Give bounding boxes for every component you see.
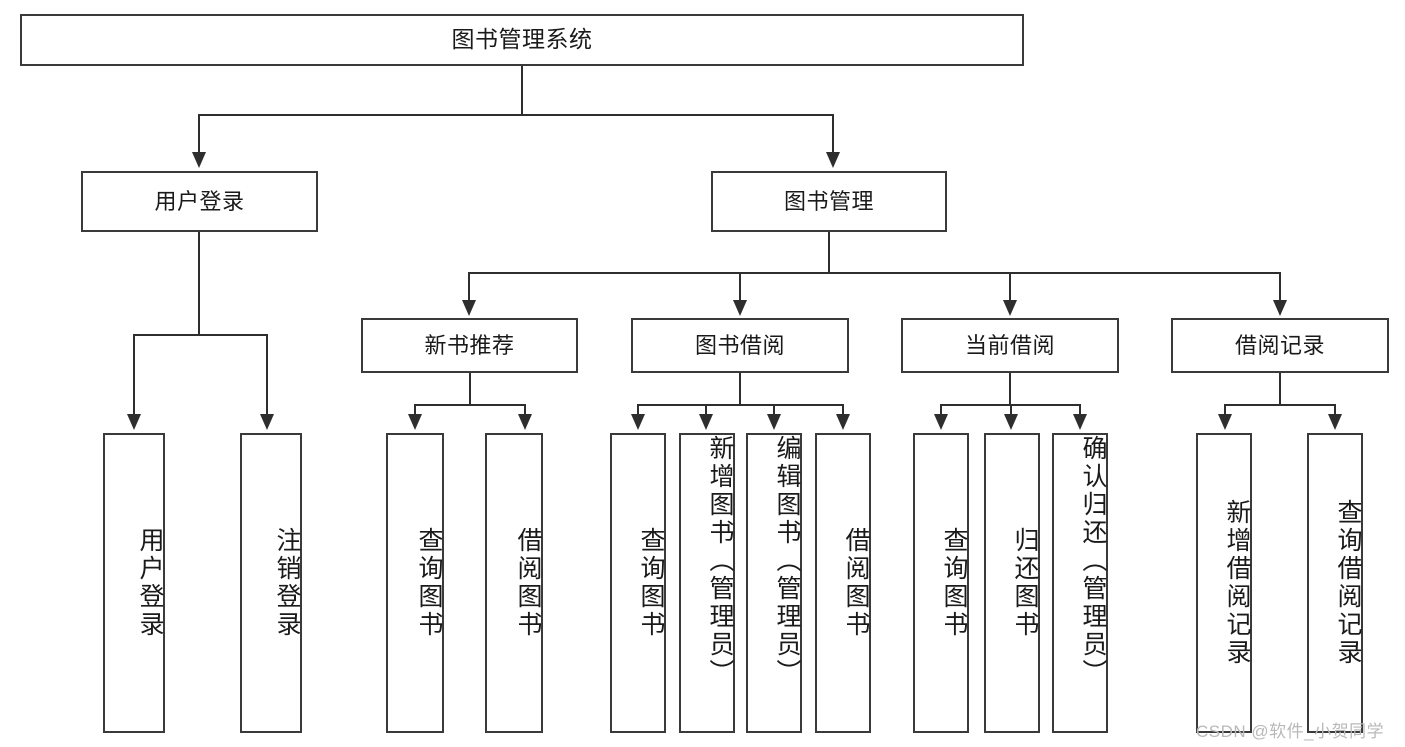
arrow-root-to-user-login (192, 152, 206, 168)
arrow-book-borrow-child-1 (631, 414, 645, 430)
arrow-current-borrow-child-1 (934, 414, 948, 430)
leaf-query-book-current[interactable]: 查询图书 (913, 433, 969, 733)
arrow-book-borrow-child-2 (699, 414, 713, 430)
node-current-borrow[interactable]: 当前借阅 (901, 318, 1119, 373)
node-label: 归还图书 (1011, 527, 1039, 639)
connector-book-borrow-child-1 (637, 404, 639, 416)
arrow-borrow-record-child-2 (1328, 414, 1342, 430)
node-label: 图书管理系统 (451, 26, 593, 53)
leaf-query-book-borrow[interactable]: 查询图书 (610, 433, 666, 733)
node-label: 用户登录 (154, 188, 245, 214)
connector-book-borrow-child-3 (773, 404, 775, 416)
connector-book-manage-child-1 (468, 272, 470, 302)
connector-root-stem (521, 66, 523, 115)
arrow-book-manage-child-4 (1273, 300, 1287, 316)
arrow-root-to-book-manage (826, 152, 840, 168)
arrow-current-borrow-child-2 (1004, 414, 1018, 430)
node-label: 借阅图书 (514, 527, 542, 639)
connector-new-book-bar (414, 404, 526, 406)
node-label: 新增借阅记录 (1223, 499, 1251, 667)
node-label: 查询图书 (637, 527, 665, 639)
connector-user-login-child-2 (266, 334, 268, 416)
node-label: 用户登录 (136, 527, 164, 639)
node-label: 借阅记录 (1234, 332, 1325, 358)
arrow-user-login-child-1 (127, 414, 141, 430)
arrow-book-borrow-child-4 (836, 414, 850, 430)
node-root-system[interactable]: 图书管理系统 (20, 14, 1024, 66)
arrow-book-borrow-child-3 (767, 414, 781, 430)
arrow-book-manage-child-3 (1003, 300, 1017, 316)
connector-user-login-bar (133, 334, 268, 336)
connector-root-to-user-login (198, 114, 200, 154)
connector-new-book-child-1 (414, 404, 416, 416)
connector-book-manage-child-4 (1279, 272, 1281, 302)
arrow-user-login-child-2 (260, 414, 274, 430)
leaf-add-book-admin[interactable]: 新增图书（管理员） (679, 433, 735, 733)
arrow-new-book-child-1 (408, 414, 422, 430)
arrow-book-manage-child-2 (733, 300, 747, 316)
node-label: 确认归还（管理员） (1079, 435, 1107, 687)
node-label: 图书管理 (783, 188, 874, 214)
leaf-confirm-return-admin[interactable]: 确认归还（管理员） (1052, 433, 1108, 733)
connector-borrow-record-child-2 (1334, 404, 1336, 416)
leaf-query-borrow-record[interactable]: 查询借阅记录 (1307, 433, 1363, 733)
node-label: 借阅图书 (842, 527, 870, 639)
connector-new-book-stem (469, 373, 471, 406)
connector-book-borrow-bar (637, 404, 844, 406)
connector-borrow-record-stem (1279, 373, 1281, 406)
node-label: 查询图书 (415, 527, 443, 639)
connector-current-borrow-child-3 (1079, 404, 1081, 416)
node-label: 查询图书 (940, 527, 968, 639)
leaf-logout[interactable]: 注销登录 (240, 433, 302, 733)
connector-user-login-child-1 (133, 334, 135, 416)
connector-current-borrow-child-2 (1010, 404, 1012, 416)
connector-book-manage-child-3 (1009, 272, 1011, 302)
node-new-book-recommend[interactable]: 新书推荐 (361, 318, 578, 373)
leaf-borrow-book[interactable]: 借阅图书 (815, 433, 871, 733)
watermark-text: CSDN @软件_小贺同学 (1196, 722, 1385, 741)
connector-user-login-stem (198, 232, 200, 335)
node-user-login[interactable]: 用户登录 (81, 171, 318, 232)
node-borrow-record[interactable]: 借阅记录 (1171, 318, 1389, 373)
connector-current-borrow-child-1 (940, 404, 942, 416)
leaf-edit-book-admin[interactable]: 编辑图书（管理员） (746, 433, 802, 733)
connector-book-manage-stem (828, 232, 830, 274)
connector-book-manage-child-2 (739, 272, 741, 302)
node-label: 新增图书（管理员） (706, 435, 734, 687)
connector-book-borrow-child-4 (842, 404, 844, 416)
connector-new-book-child-2 (524, 404, 526, 416)
node-book-borrow[interactable]: 图书借阅 (631, 318, 849, 373)
node-label: 当前借阅 (964, 332, 1055, 358)
leaf-query-book-recommend[interactable]: 查询图书 (386, 433, 444, 733)
connector-borrow-record-child-1 (1224, 404, 1226, 416)
connector-root-to-book-manage (832, 114, 834, 154)
leaf-return-book[interactable]: 归还图书 (984, 433, 1040, 733)
arrow-new-book-child-2 (518, 414, 532, 430)
node-label: 图书借阅 (694, 332, 785, 358)
node-label: 查询借阅记录 (1334, 499, 1362, 667)
leaf-add-borrow-record[interactable]: 新增借阅记录 (1196, 433, 1252, 733)
node-label: 注销登录 (273, 527, 301, 639)
arrow-current-borrow-child-3 (1073, 414, 1087, 430)
connector-book-borrow-stem (739, 373, 741, 406)
connector-current-borrow-stem (1009, 373, 1011, 406)
connector-borrow-record-bar (1224, 404, 1336, 406)
connector-book-borrow-child-2 (705, 404, 707, 416)
connector-root-bar (198, 114, 834, 116)
node-label: 编辑图书（管理员） (773, 435, 801, 687)
arrow-borrow-record-child-1 (1218, 414, 1232, 430)
leaf-user-login[interactable]: 用户登录 (103, 433, 165, 733)
node-book-management[interactable]: 图书管理 (711, 171, 947, 232)
leaf-borrow-book-recommend[interactable]: 借阅图书 (485, 433, 543, 733)
node-label: 新书推荐 (424, 332, 515, 358)
connector-book-manage-bar (468, 272, 1280, 274)
arrow-book-manage-child-1 (462, 300, 476, 316)
